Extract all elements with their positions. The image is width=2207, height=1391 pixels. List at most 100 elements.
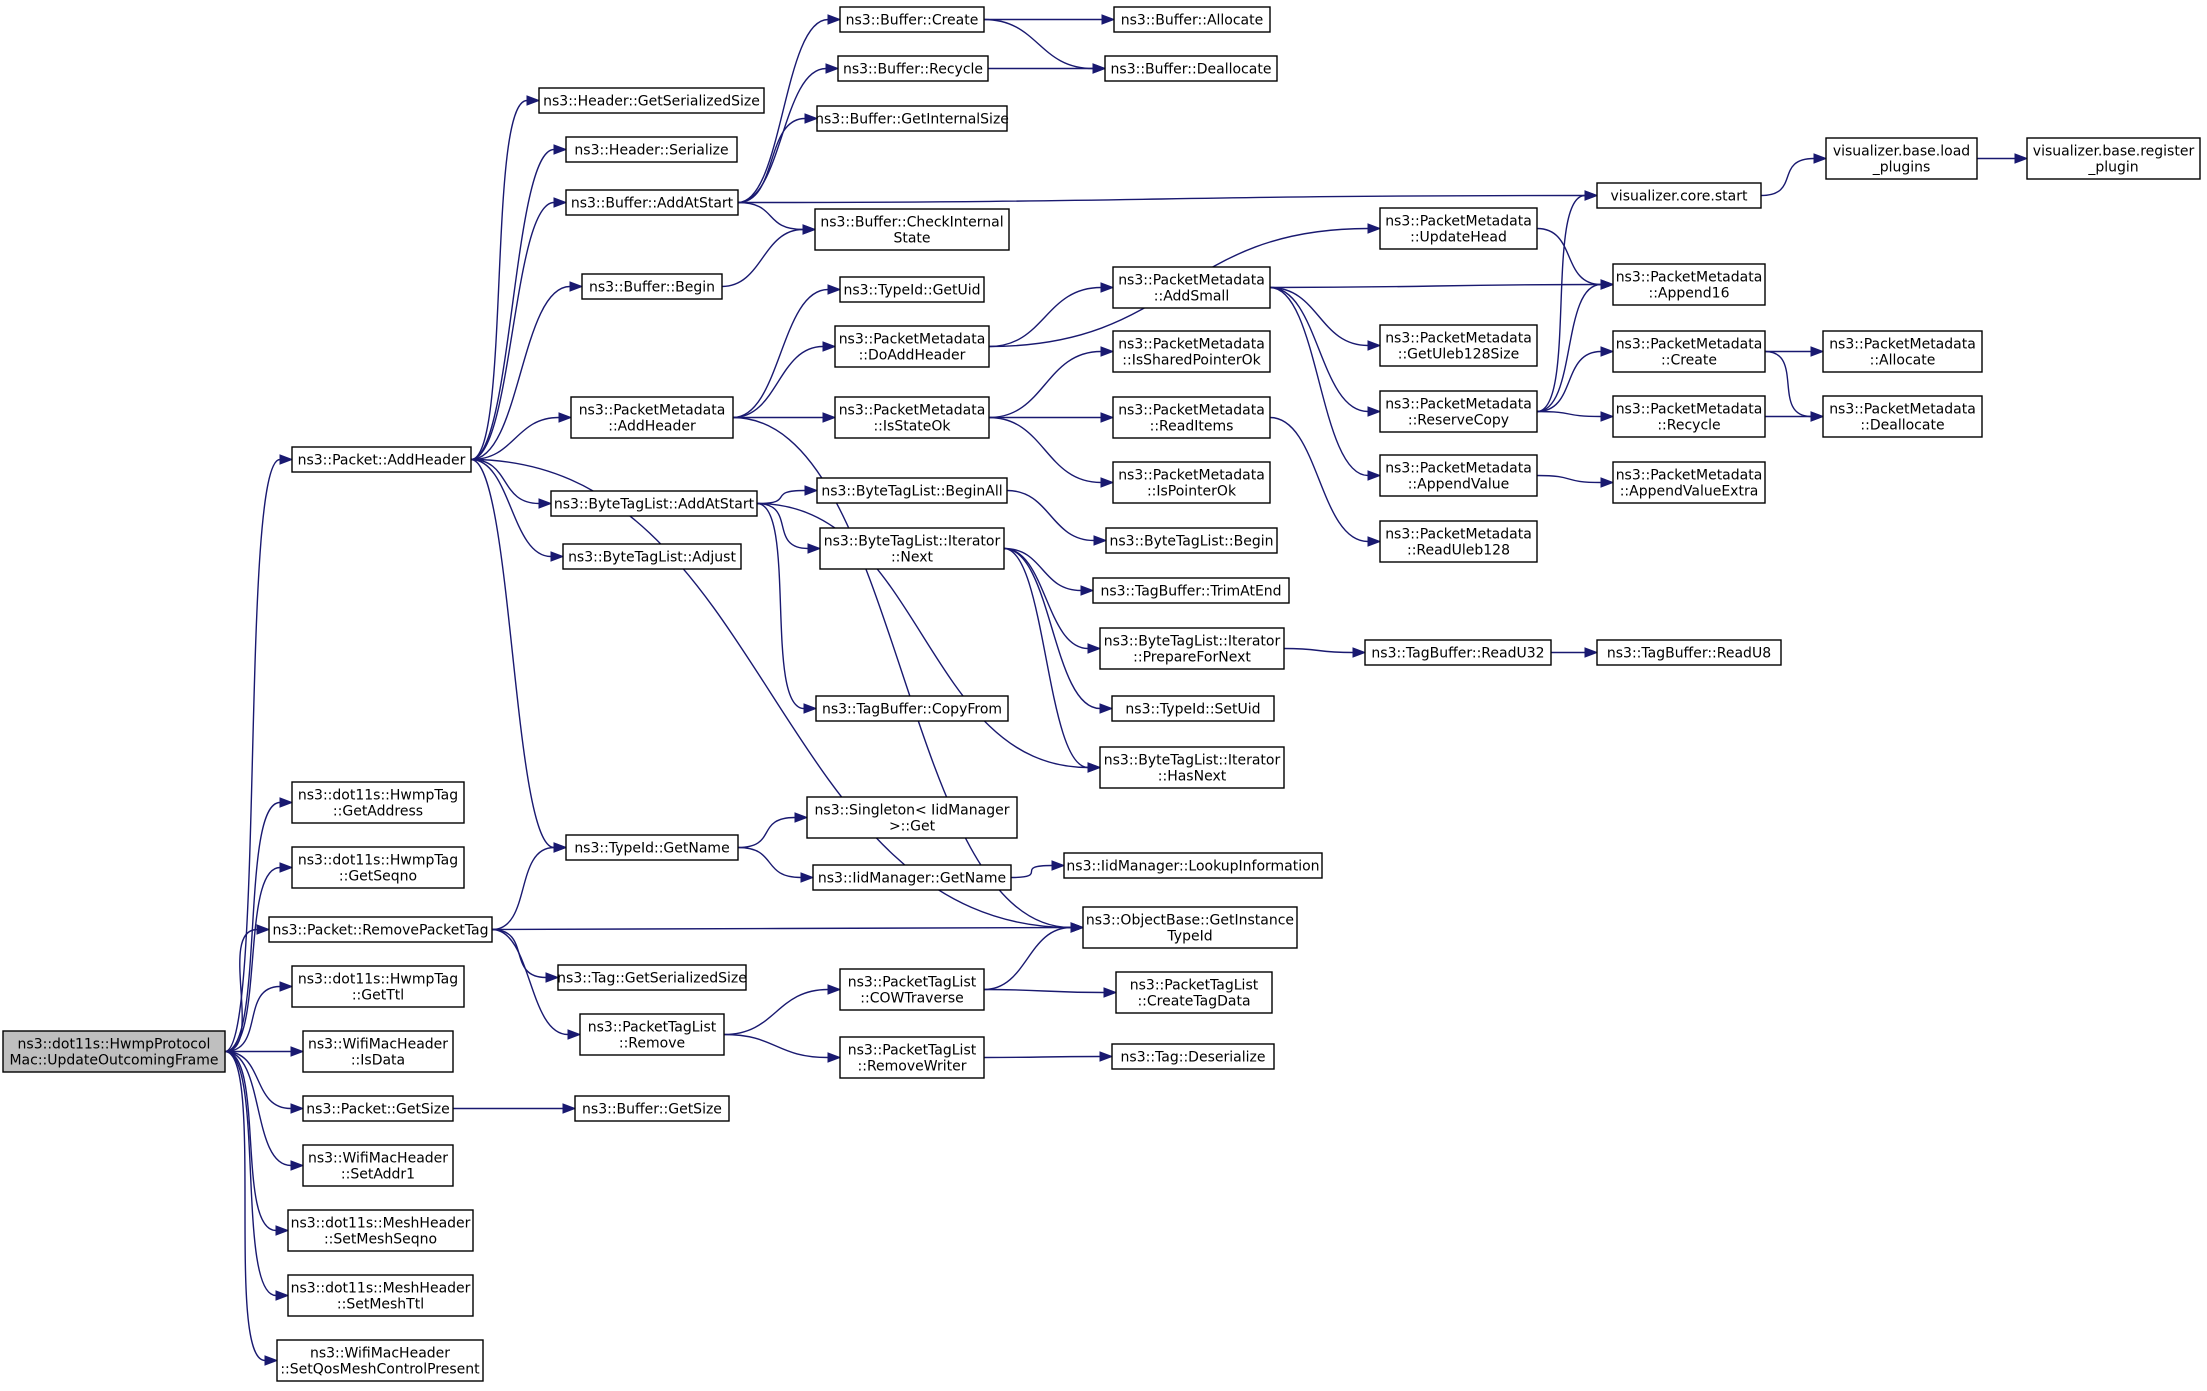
function-node[interactable]: ns3::Tag::Deserialize	[1111, 1043, 1275, 1070]
function-node[interactable]: ns3::ByteTagList::Iterator::PrepareForNe…	[1099, 627, 1285, 670]
node-label: ::HasNext	[1158, 769, 1227, 785]
function-node[interactable]: ns3::WifiMacHeader::IsData	[302, 1030, 454, 1073]
arrowhead-icon	[1367, 470, 1382, 481]
function-node[interactable]: ns3::WifiMacHeader::SetAddr1	[302, 1144, 454, 1187]
arrowhead-icon	[825, 63, 840, 74]
function-node[interactable]: ns3::PacketMetadata::IsStateOk	[834, 396, 990, 439]
edge-line	[224, 1050, 277, 1232]
function-node[interactable]: ns3::dot11s::HwmpTag::GetAddress	[291, 781, 465, 824]
function-node[interactable]: ns3::Buffer::GetInternalSize	[815, 105, 1009, 132]
function-node[interactable]: ns3::Singleton< IidManager >::Get	[806, 796, 1018, 839]
function-node[interactable]: ns3::PacketMetadata::AppendValueExtra	[1612, 461, 1766, 504]
node-label: ns3::IidManager::GetName	[818, 871, 1006, 887]
function-node[interactable]: ns3::Buffer::Create	[839, 6, 985, 33]
node-box	[1822, 330, 1983, 373]
function-node[interactable]: ns3::Buffer::Recycle	[837, 55, 989, 82]
function-node[interactable]: ns3::PacketMetadata::AddHeader	[570, 396, 734, 439]
arrowhead-icon	[567, 1029, 582, 1040]
function-node[interactable]: ns3::TagBuffer::TrimAtEnd	[1092, 577, 1290, 604]
call-edge	[224, 981, 294, 1053]
node-label: ns3::Header::Serialize	[574, 143, 728, 159]
function-node[interactable]: ns3::PacketMetadata::Append16	[1612, 263, 1766, 306]
function-node[interactable]: ns3::PacketMetadata::ReserveCopy	[1379, 390, 1538, 433]
function-node[interactable]: ns3::PacketMetadata::Allocate	[1822, 330, 1983, 373]
function-node[interactable]: visualizer.base.load_plugins	[1825, 137, 1978, 180]
function-node[interactable]: ns3::dot11s::HwmpTag::GetSeqno	[291, 846, 465, 889]
function-node[interactable]: ns3::Header::GetSerializedSize	[538, 87, 765, 114]
arrowhead-icon	[827, 984, 842, 995]
function-node[interactable]: ns3::Buffer::GetSize	[574, 1095, 730, 1122]
function-node[interactable]: ns3::Packet::GetSize	[302, 1095, 454, 1122]
node-label: ::ReserveCopy	[1408, 413, 1509, 429]
function-node[interactable]: ns3::Buffer::Allocate	[1113, 6, 1271, 33]
function-node[interactable]: ns3::Buffer::Deallocate	[1104, 55, 1278, 82]
function-node[interactable]: ns3::PacketMetadata::Deallocate	[1822, 395, 1983, 438]
node-box	[1063, 852, 1323, 879]
function-node[interactable]: ns3::ByteTagList::Iterator::Next	[819, 527, 1005, 570]
node-label: ns3::TypeId::SetUid	[1125, 702, 1260, 718]
node-label: ::ReadUleb128	[1407, 543, 1510, 559]
function-node[interactable]: ns3::Tag::GetSerializedSize	[557, 964, 747, 991]
function-node[interactable]: ns3::TypeId::GetName	[565, 834, 739, 861]
function-node[interactable]: ns3::PacketMetadata::Create	[1612, 330, 1766, 373]
function-node[interactable]: visualizer.base.register_plugin	[2026, 137, 2201, 180]
function-node[interactable]: ns3::IidManager::LookupInformation	[1063, 852, 1323, 879]
function-node[interactable]: ns3::TypeId::SetUid	[1111, 695, 1275, 722]
function-node[interactable]: ns3::IidManager::GetName	[812, 864, 1012, 891]
function-node[interactable]: ns3::dot11s::MeshHeader::SetMeshTtl	[287, 1274, 474, 1317]
function-nodes: ns3::dot11s::HwmpProtocolMac::UpdateOutc…	[2, 6, 2201, 1382]
edge-line	[732, 288, 829, 419]
root-function-node[interactable]: ns3::dot11s::HwmpProtocolMac::UpdateOutc…	[2, 1030, 226, 1073]
node-label: ::Next	[891, 550, 934, 566]
call-edge	[491, 928, 560, 983]
call-edge	[984, 14, 1116, 25]
function-node[interactable]: ns3::PacketMetadata::AppendValue	[1379, 454, 1538, 497]
arrowhead-icon	[290, 1046, 305, 1057]
function-node[interactable]: ns3::PacketMetadata::UpdateHead	[1379, 207, 1538, 250]
function-node[interactable]: ns3::Packet::AddHeader	[291, 446, 472, 473]
node-label: ns3::Buffer::GetInternalSize	[815, 112, 1009, 128]
function-node[interactable]: ns3::PacketTagList::Remove	[579, 1013, 725, 1056]
function-node[interactable]: ns3::PacketMetadata::AddSmall	[1112, 266, 1271, 309]
function-node[interactable]: ns3::PacketTagList::COWTraverse	[839, 968, 985, 1011]
function-node[interactable]: ns3::TagBuffer::ReadU8	[1596, 639, 1782, 666]
function-node[interactable]: ns3::dot11s::MeshHeader::SetMeshSeqno	[287, 1209, 474, 1252]
function-node[interactable]: ns3::PacketMetadata::GetUleb128Size	[1379, 324, 1538, 367]
edge-line	[1269, 416, 1369, 543]
function-node[interactable]: ns3::PacketMetadata::Recycle	[1612, 395, 1766, 438]
edge-line	[470, 285, 571, 461]
node-label: ns3::Packet::AddHeader	[298, 453, 466, 469]
edge-line	[983, 988, 1105, 994]
call-edges	[224, 14, 2029, 1366]
function-node[interactable]: ns3::WifiMacHeader::SetQosMeshControlPre…	[276, 1339, 484, 1382]
function-node[interactable]: ns3::ByteTagList::Begin	[1105, 527, 1278, 554]
function-node[interactable]: ns3::ByteTagList::Iterator::HasNext	[1099, 746, 1285, 789]
function-node[interactable]: ns3::PacketTagList::CreateTagData	[1115, 971, 1273, 1014]
function-node[interactable]: ns3::ByteTagList::AddAtStart	[550, 490, 758, 517]
function-node[interactable]: ns3::PacketMetadata::IsPointerOk	[1112, 461, 1271, 504]
node-box	[1612, 461, 1766, 504]
function-node[interactable]: ns3::TypeId::GetUid	[839, 276, 985, 303]
function-node[interactable]: ns3::PacketMetadata::IsSharedPointerOk	[1112, 330, 1271, 373]
function-node[interactable]: ns3::Packet::RemovePacketTag	[268, 916, 493, 943]
function-node[interactable]: ns3::PacketTagList::RemoveWriter	[839, 1036, 985, 1079]
function-node[interactable]: ns3::Buffer::Begin	[581, 273, 723, 300]
node-label: ns3::WifiMacHeader	[310, 1346, 450, 1362]
function-node[interactable]: ns3::Buffer::AddAtStart	[565, 189, 739, 216]
function-node[interactable]: visualizer.core.start	[1596, 182, 1762, 209]
function-node[interactable]: ns3::Header::Serialize	[565, 136, 738, 163]
node-box	[2026, 137, 2201, 180]
function-node[interactable]: ns3::TagBuffer::ReadU32	[1364, 639, 1552, 666]
function-node[interactable]: ns3::ByteTagList::BeginAll	[816, 477, 1008, 504]
node-box	[815, 695, 1009, 722]
function-node[interactable]: ns3::PacketMetadata::DoAddHeader	[834, 325, 990, 368]
function-node[interactable]: ns3::ByteTagList::Adjust	[562, 543, 742, 570]
node-box	[1379, 207, 1538, 250]
edge-line	[737, 117, 806, 204]
function-node[interactable]: ns3::PacketMetadata::ReadItems	[1112, 396, 1271, 439]
function-node[interactable]: ns3::TagBuffer::CopyFrom	[815, 695, 1009, 722]
function-node[interactable]: ns3::PacketMetadata::ReadUleb128	[1379, 520, 1538, 563]
function-node[interactable]: ns3::dot11s::HwmpTag::GetTtl	[291, 965, 465, 1008]
